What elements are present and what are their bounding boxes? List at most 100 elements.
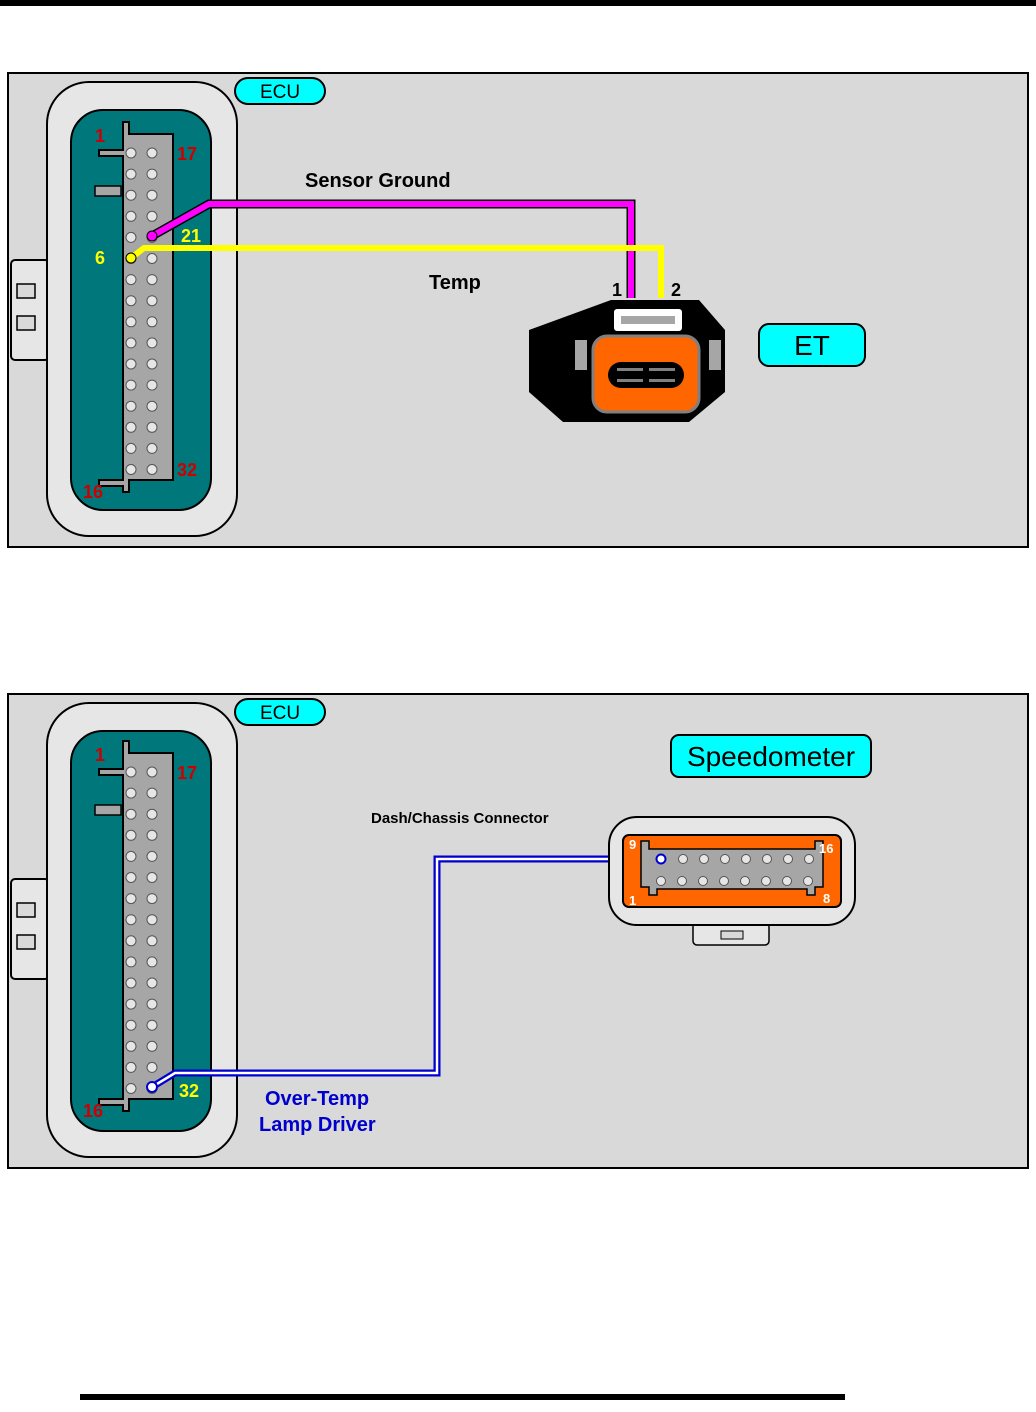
dash-chassis-connector: [608, 816, 856, 946]
sensor-ground-label: Sensor Ground: [305, 170, 451, 192]
ecu-pin-hole: [146, 400, 158, 412]
connector-pin-hole: [762, 854, 772, 864]
ecu-pin-hole: [146, 295, 158, 307]
ecu-pin-21-active: [146, 230, 158, 242]
ecu-pin-hole: [146, 210, 158, 222]
ecu-pin-hole: [125, 168, 137, 180]
connector-pin-hole: [782, 876, 792, 886]
ecu-pin-6-active: [125, 252, 137, 264]
temp-wire: [129, 245, 664, 298]
connector-pin-hole: [804, 854, 814, 864]
ecu-pin-hole: [125, 274, 137, 286]
ecu-side-tab: [10, 878, 50, 980]
ecu-pin-32-label: 32: [177, 460, 197, 480]
ecu-pin-hole: [146, 787, 158, 799]
temp-label: Temp: [429, 272, 481, 294]
ecu-pin-17-label: 17: [177, 763, 197, 783]
connector-pin-hole: [656, 876, 666, 886]
et-label: ET: [794, 330, 830, 361]
ecu-pin-hole: [146, 935, 158, 947]
ecu-pin-hole: [125, 379, 137, 391]
ecu-pin-hole: [146, 956, 158, 968]
ecu-pin-hole: [146, 147, 158, 159]
ecu-connector: [10, 81, 238, 537]
connector-pin-hole: [720, 854, 730, 864]
connector-pin-hole: [803, 876, 813, 886]
ecu-pin-hole: [146, 337, 158, 349]
connector-pin-9-active: [655, 853, 667, 865]
ecu-pin-hole: [125, 829, 137, 841]
ecu-label-badge: [234, 77, 326, 105]
et-sensor-diagram-svg: ECU 1 17 16 32 21 6 Sensor Ground Temp: [10, 77, 866, 537]
et-sensor-diagram: ECU 1 17 16 32 21 6 Sensor Ground Temp: [7, 72, 1029, 548]
ecu-pin-hole: [146, 1019, 158, 1031]
ecu-pin-hole: [146, 168, 158, 180]
ecu-pin-hole: [125, 872, 137, 883]
ecu-pin-hole: [146, 316, 158, 328]
ecu-pin-hole: [146, 189, 158, 201]
connector-pin-hole: [783, 854, 793, 864]
connector-pin-hole: [699, 854, 709, 864]
connector-pin-hole: [677, 876, 687, 886]
ecu-pin-hole: [146, 421, 158, 433]
ecu-pin-hole: [125, 210, 137, 222]
lamp-driver-wire: [151, 857, 661, 1089]
ecu-pin-hole: [146, 253, 158, 264]
connector-pin-16-label: 16: [819, 841, 833, 856]
ecu-pin-16-label: 16: [83, 482, 103, 502]
ecu-label: ECU: [260, 703, 300, 724]
ecu-pin-32-label: 32: [179, 1081, 199, 1101]
speedometer-diagram-svg: ECU 1 17 16 32 Over-Temp Lamp Driver Das…: [10, 698, 872, 1158]
ecu-pin-hole: [146, 1061, 158, 1073]
ecu-pin-17-label: 17: [177, 144, 197, 164]
top-rule: [0, 0, 1036, 6]
ecu-pin-hole: [146, 850, 158, 862]
connector-pin-grid: [656, 854, 814, 886]
speedometer-label-badge: [670, 734, 872, 778]
connector-pin-8-label: 8: [823, 891, 830, 906]
connector-pin-hole: [741, 854, 751, 864]
ecu-pin-hole: [125, 400, 137, 412]
ecu-side-tab: [10, 259, 50, 361]
ecu-label: ECU: [260, 82, 300, 103]
et-pin-1-label: 1: [612, 280, 622, 300]
connector-pin-hole: [698, 876, 708, 886]
dash-chassis-connector-label: Dash/Chassis Connector: [371, 810, 549, 827]
ecu-pin-hole: [146, 1040, 158, 1052]
ecu-pin-hole: [146, 464, 158, 475]
ecu-pin-hole: [125, 787, 137, 799]
ecu-pin-hole: [125, 337, 137, 349]
ecu-pin-hole: [125, 1019, 137, 1031]
ecu-pin-hole: [146, 808, 158, 820]
ecu-pin-hole: [125, 464, 137, 475]
ecu-pin-hole: [146, 379, 158, 391]
ecu-pin-hole: [125, 147, 137, 159]
ecu-pin-hole: [146, 998, 158, 1010]
bottom-rule: [80, 1394, 845, 1400]
ecu-pin-hole: [125, 808, 137, 820]
ecu-pin-16-label: 16: [83, 1101, 103, 1121]
ecu-pin-hole: [125, 935, 137, 947]
ecu-pin-hole: [125, 421, 137, 433]
ecu-pin-6-label: 6: [95, 248, 105, 268]
connector-pin-hole: [678, 854, 688, 864]
ecu-pin-hole: [146, 442, 158, 454]
ecu-pin-hole: [125, 998, 137, 1010]
ecu-pin-hole: [125, 766, 137, 778]
et-label-badge: [758, 323, 866, 367]
ecu-pin-hole: [125, 231, 137, 243]
ecu-pin-hole: [125, 358, 137, 370]
speedometer-diagram: ECU 1 17 16 32 Over-Temp Lamp Driver Das…: [7, 693, 1029, 1169]
ecu-pin-hole: [146, 274, 158, 286]
connector-pin-9-label: 9: [629, 837, 636, 852]
ecu-pin-grid: [125, 766, 158, 1094]
ecu-pin-hole: [125, 1040, 137, 1052]
ecu-pin-hole: [146, 893, 158, 905]
ecu-pin-1-label: 1: [95, 745, 105, 765]
ecu-pin-hole: [146, 977, 158, 989]
ecu-pin-1-label: 1: [95, 126, 105, 146]
ecu-pin-hole: [146, 872, 158, 883]
ecu-pin-hole: [146, 829, 158, 841]
connector-pin-hole: [719, 876, 729, 886]
ecu-pin-hole: [125, 442, 137, 454]
